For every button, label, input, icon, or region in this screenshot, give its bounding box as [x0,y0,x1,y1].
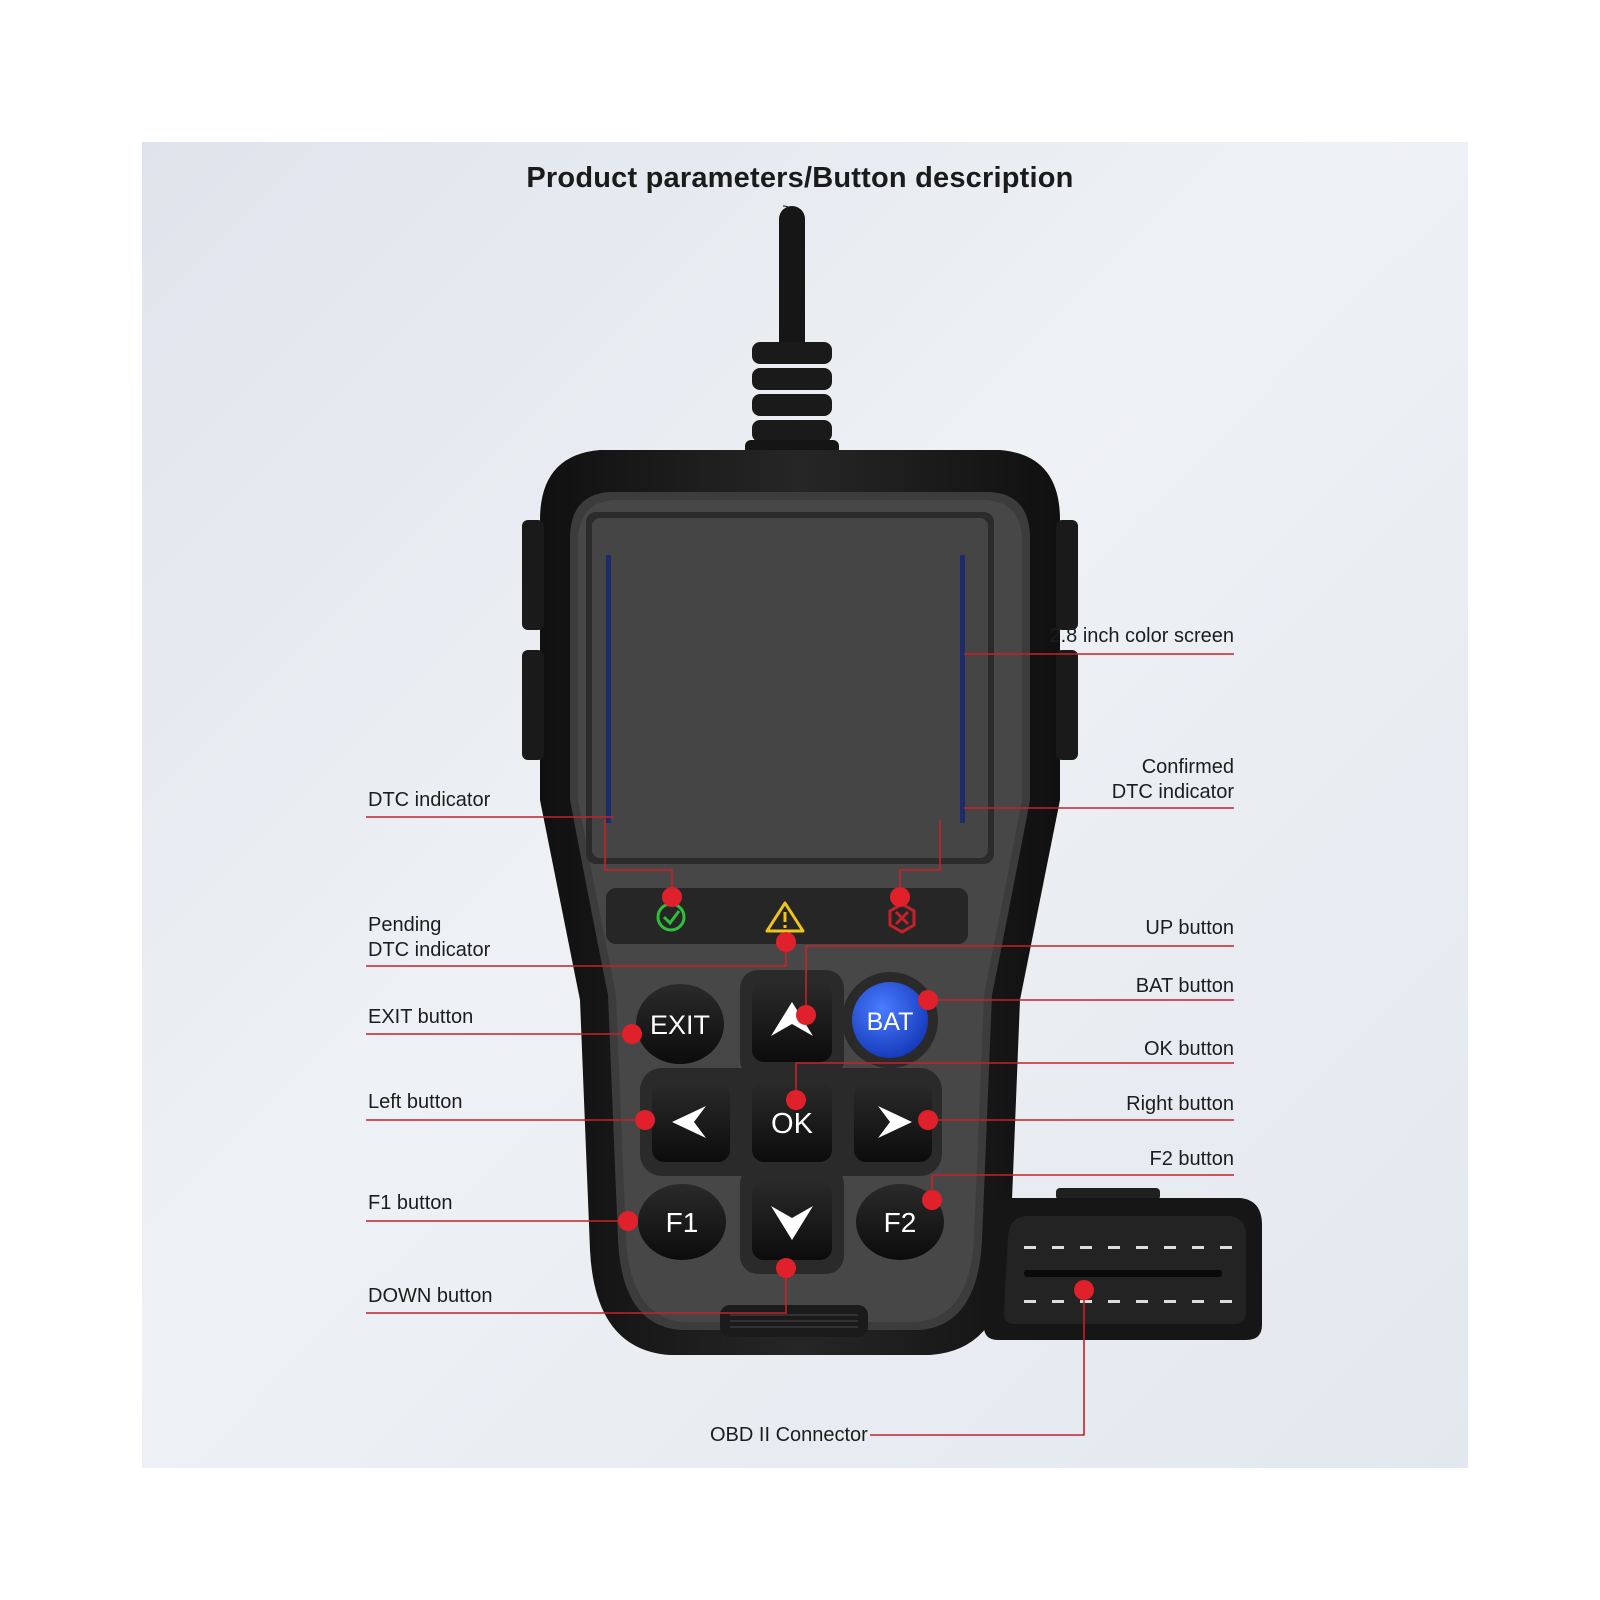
svg-text:F2: F2 [884,1207,917,1238]
label-up: UP button [1145,917,1234,939]
down-key[interactable] [752,1180,832,1260]
svg-text:EXIT: EXIT [650,1010,710,1040]
up-key[interactable] [752,982,832,1062]
speaker-grille [720,1305,868,1337]
label-pending-line2: DTC indicator [368,939,491,961]
label-confirmed-line1: Confirmed [1141,756,1234,778]
label-right: Right button [1126,1093,1234,1115]
label-f2: F2 button [1149,1148,1234,1170]
label-obd: OBD II Connector [710,1424,868,1446]
label-down: DOWN button [368,1285,493,1307]
indicator-strip [606,888,968,944]
right-key[interactable] [854,1082,932,1162]
warning-triangle-icon [765,901,805,933]
f2-key[interactable]: F2 [856,1184,944,1260]
label-pending-line1: Pending [368,914,442,936]
label-screen: 2.8 inch color screen [1049,625,1234,647]
cable [745,205,839,470]
label-ok: OK button [1143,1038,1234,1060]
error-hexagon-icon [888,902,916,934]
label-dtc: DTC indicator [368,789,491,811]
obd-connector [983,1188,1262,1340]
svg-text:OK: OK [771,1108,814,1140]
callout-dots [618,887,1094,1300]
label-exit: EXIT button [368,1006,474,1028]
color-screen [586,512,994,864]
svg-text:F1: F1 [666,1207,699,1238]
bat-key[interactable]: BAT [852,982,928,1058]
page-title: Product parameters/Button description [526,162,1074,194]
svg-text:BAT: BAT [867,1008,914,1036]
left-key[interactable] [652,1082,730,1162]
label-bat: BAT button [1135,975,1234,997]
label-left: Left button [368,1091,463,1113]
label-f1: F1 button [368,1192,453,1214]
f1-key[interactable]: F1 [638,1184,726,1260]
ok-key[interactable]: OK [752,1082,832,1162]
exit-key[interactable]: EXIT [636,984,724,1064]
label-confirmed-line2: DTC indicator [1111,781,1234,803]
